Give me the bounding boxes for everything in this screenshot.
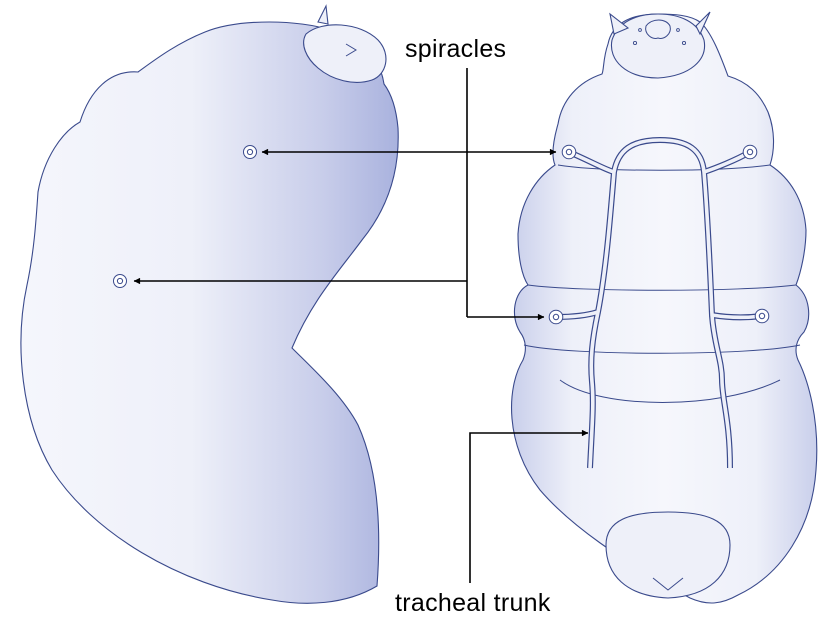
side-view-larva <box>21 6 398 603</box>
spiracle-side-lower <box>114 275 127 288</box>
front-view-head <box>611 14 704 78</box>
label-spiracles: spiracles <box>405 35 506 63</box>
spiracle-side-upper <box>244 146 257 159</box>
spiracle-front-lower-right <box>755 309 769 323</box>
side-view-body <box>21 22 398 603</box>
spiracle-front-lower-left <box>549 310 563 324</box>
spiracle-front-upper-right <box>743 145 757 159</box>
side-view-antenna <box>318 6 328 24</box>
spiracle-front-upper-left <box>562 145 576 159</box>
label-tracheal-trunk: tracheal trunk <box>395 589 551 617</box>
anal-lobe <box>606 512 730 598</box>
front-view-larva <box>512 12 817 603</box>
